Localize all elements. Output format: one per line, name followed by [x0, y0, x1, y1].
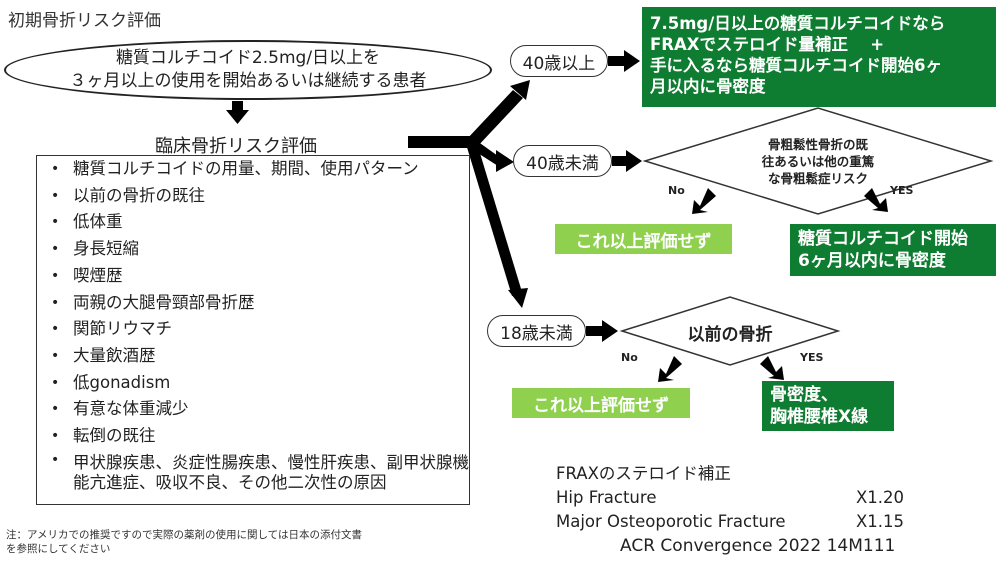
frax-row-value: X1.20 — [856, 488, 905, 507]
list-item: 大量飲酒歴 — [51, 343, 469, 370]
list-item: 以前の骨折の既往 — [51, 183, 469, 210]
frax-row-label: Hip Fracture — [556, 488, 657, 507]
frax-title: FRAXのステロイド補正 — [556, 464, 731, 483]
list-item: 身長短縮 — [51, 236, 469, 263]
arrow-40under-diamond-head — [626, 150, 642, 172]
result-40-over-line-3: 手に入るなら糖質コルチコイド開始6ヶ — [650, 56, 942, 75]
assessment-heading: 臨床骨折リスク評価 — [155, 136, 317, 157]
list-item: 転倒の既往 — [51, 423, 469, 450]
decision-18-under-no: No — [621, 351, 638, 364]
arrow-main-shaft — [408, 136, 470, 148]
age-18-under-node: 18歳未満 — [487, 315, 586, 347]
footnote: 注：アメリカでの推奨ですので実際の薬剤の使用に関しては日本の添付文書 を参照にし… — [6, 528, 362, 556]
list-item: 低体重 — [51, 209, 469, 236]
risk-factor-box: 糖質コルチコイドの用量、期間、使用パターン 以前の骨折の既往 低体重 身長短縮 … — [36, 155, 470, 505]
start-node: 糖質コルチコイド2.5mg/日以上を ３ヶ月以上の使用を開始あるいは継続する患者 — [4, 40, 492, 100]
arrow-to-40over-head — [510, 80, 530, 100]
decision-18-under: 以前の骨折 — [687, 325, 773, 345]
arrow-to-18under — [466, 140, 522, 296]
list-item: 関節リウマチ — [51, 316, 469, 343]
arrow-d2-yes — [760, 356, 784, 380]
start-line-2: ３ヶ月以上の使用を開始あるいは継続する患者 — [69, 71, 427, 91]
result-40-under-yes-line-2: 6ヶ月以内に骨密度 — [798, 251, 946, 271]
source-citation: ACR Convergence 2022 14M111 — [620, 536, 896, 556]
frax-row: Hip Fracture X1.20 — [556, 486, 906, 510]
list-item: 有意な体重減少 — [51, 396, 469, 423]
result-40-over: 7.5mg/日以上の糖質コルチコイドなら FRAXでステロイド量補正 + 手に入… — [642, 7, 996, 107]
result-40-over-line-2: FRAXでステロイド量補正 + — [650, 35, 885, 54]
result-40-under-yes-line-1: 糖質コルチコイド開始 — [798, 229, 968, 249]
arrow-40under-diamond-shaft — [612, 156, 630, 166]
age-40-under-node: 40歳未満 — [513, 145, 612, 177]
decision-40-under-line-2: 往あるいは他の重篤 — [761, 154, 875, 169]
arrow-18under-diamond-head — [602, 320, 618, 342]
arrow-40over-result-shaft — [608, 56, 628, 66]
result-40-over-line-1: 7.5mg/日以上の糖質コルチコイドなら — [650, 14, 946, 33]
arrow-18under-diamond-shaft — [586, 326, 606, 336]
arrow-to-18under-head — [508, 288, 528, 308]
decision-18-under-yes: YES — [800, 351, 824, 364]
frax-row-label: Major Osteoporotic Fracture — [556, 512, 786, 531]
frax-row-value: X1.15 — [856, 512, 905, 531]
decision-40-under-line-3: な骨粗鬆症リスク — [767, 171, 868, 186]
arrow-d2-no — [658, 356, 682, 382]
list-item: 甲状腺疾患、炎症性腸疾患、慢性肝疾患、副甲状腺機能亢進症、吸収不良、その他二次性… — [51, 450, 469, 493]
decision-40-under: 骨粗鬆性骨折の既 往あるいは他の重篤 な骨粗鬆症リスク — [718, 136, 918, 187]
arrow-start-down-shaft — [232, 101, 243, 111]
list-item: 両親の大腿骨頸部骨折歴 — [51, 290, 469, 317]
no-further-eval-40: これ以上評価せず — [555, 224, 732, 254]
arrow-start-down-head — [226, 110, 249, 124]
frax-correction: FRAXのステロイド補正 Hip Fracture X1.20 Major Os… — [556, 462, 906, 534]
list-item: 喫煙歴 — [51, 263, 469, 290]
no-further-eval-18: これ以上評価せず — [512, 388, 690, 418]
list-item: 糖質コルチコイドの用量、期間、使用パターン — [51, 156, 469, 183]
footnote-line-2: を参照にしてください — [6, 543, 111, 555]
arrow-d1-no — [692, 188, 716, 214]
risk-factor-list: 糖質コルチコイドの用量、期間、使用パターン 以前の骨折の既往 低体重 身長短縮 … — [37, 156, 469, 493]
arrow-to-40over — [466, 90, 523, 148]
result-18-under-yes-line-2: 胸椎腰椎X線 — [770, 407, 869, 427]
list-item: 低gonadism — [51, 370, 469, 397]
page-title: 初期骨折リスク評価 — [8, 11, 161, 31]
diamond-40under — [642, 107, 994, 215]
age-40-over-node: 40歳以上 — [510, 45, 608, 77]
arrow-40over-result-head — [624, 50, 640, 72]
decision-40-under-line-1: 骨粗鬆性骨折の既 — [767, 137, 868, 152]
start-line-1: 糖質コルチコイド2.5mg/日以上を — [115, 48, 381, 68]
decision-40-under-yes: YES — [890, 184, 914, 197]
result-18-under-yes: 骨密度、 胸椎腰椎X線 — [762, 381, 894, 431]
result-18-under-yes-line-1: 骨密度、 — [770, 385, 838, 405]
decision-40-under-no: No — [668, 184, 685, 197]
diamond-18under — [619, 296, 841, 366]
frax-row: Major Osteoporotic Fracture X1.15 — [556, 510, 906, 534]
result-40-under-yes: 糖質コルチコイド開始 6ヶ月以内に骨密度 — [790, 224, 996, 276]
arrow-to-40under-head — [496, 150, 514, 172]
footnote-line-1: 注：アメリカでの推奨ですので実際の薬剤の使用に関しては日本の添付文書 — [6, 529, 362, 541]
arrow-d1-yes — [864, 188, 888, 212]
result-40-over-line-4: 月以内に骨密度 — [650, 77, 766, 96]
